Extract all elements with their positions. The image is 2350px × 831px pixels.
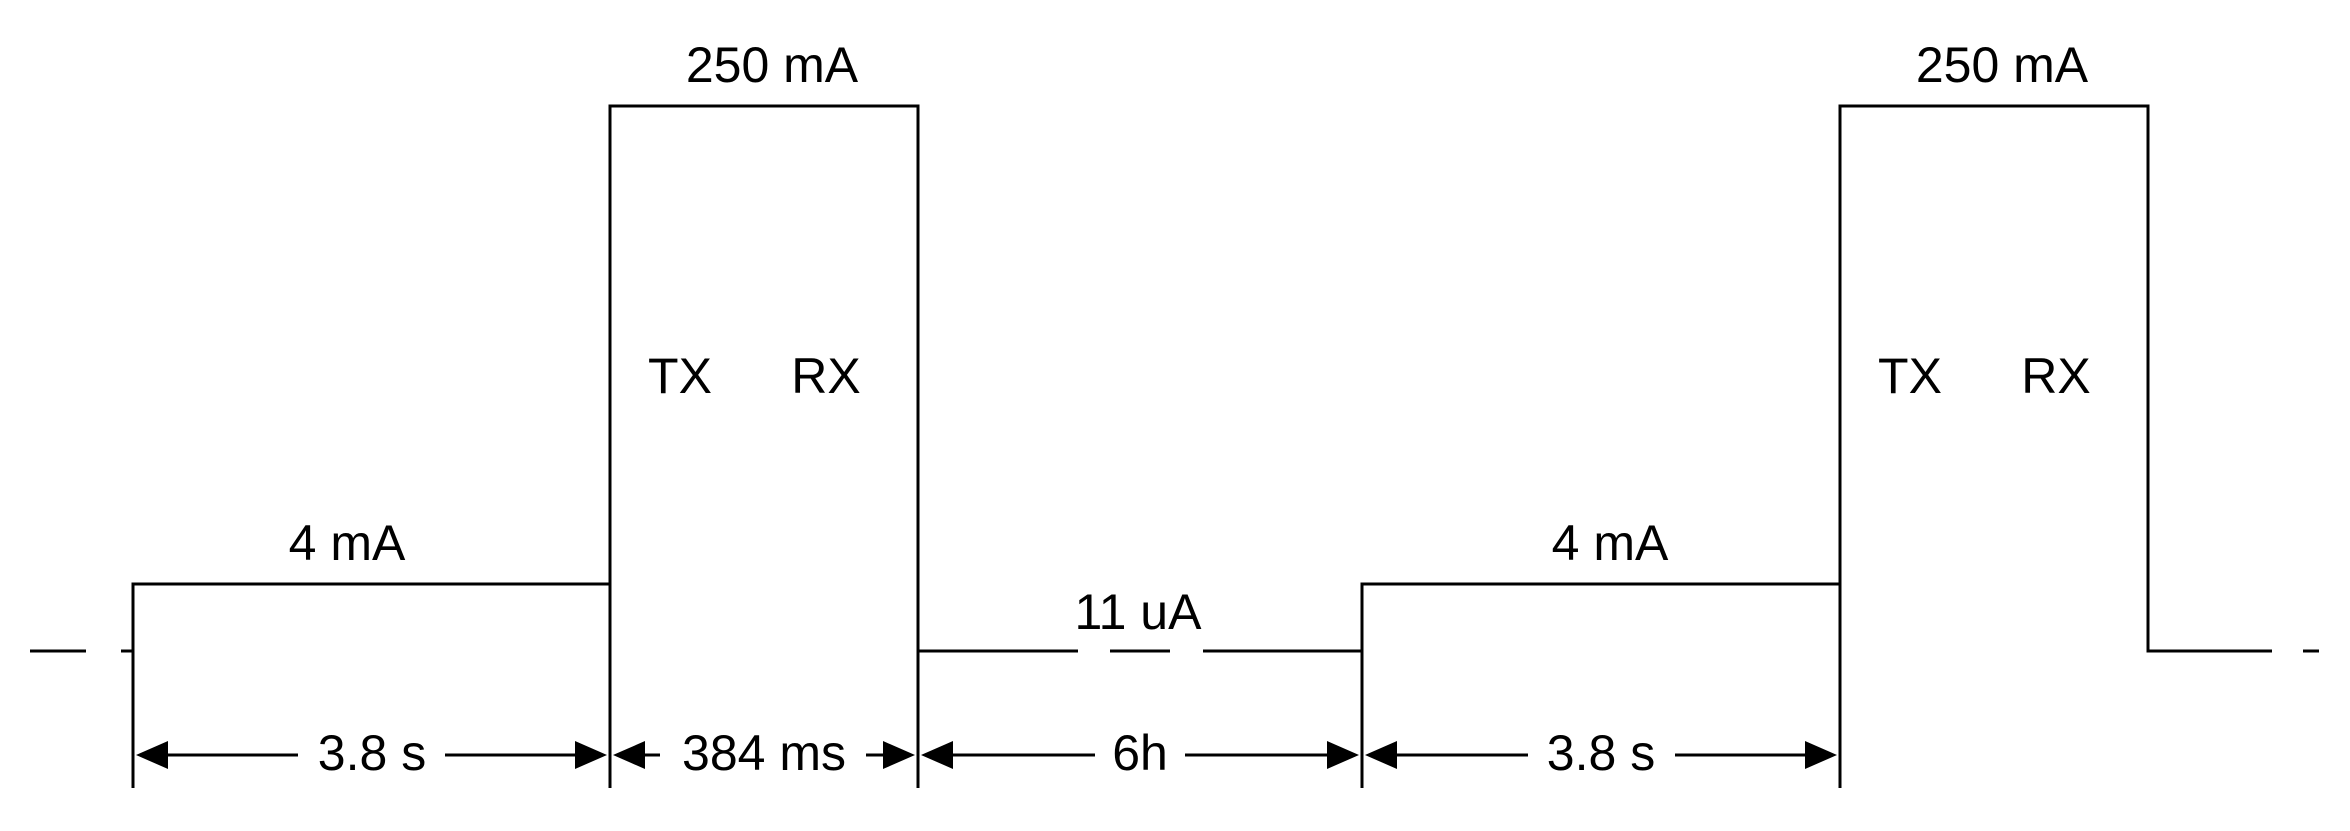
duration-label-active-1: 3.8 s	[318, 725, 426, 781]
sleep-current-label: 11 uA	[1075, 584, 1203, 640]
arrow-right-head	[883, 741, 915, 769]
duration-label-txrx-1: 384 ms	[682, 725, 846, 781]
arrow-right-head	[1805, 741, 1837, 769]
dimension-ticks	[131, 584, 1842, 788]
duration-label-active-2: 3.8 s	[1547, 725, 1655, 781]
dimension-active-1	[136, 741, 607, 769]
arrow-right-head	[575, 741, 607, 769]
peak-current-label-1: 250 mA	[686, 37, 859, 93]
active-current-label-1: 4 mA	[289, 515, 406, 571]
active-current-label-2: 4 mA	[1552, 515, 1669, 571]
arrow-left-head	[136, 741, 168, 769]
tx-label-1: TX	[648, 348, 712, 404]
dimension-sleep	[921, 741, 1359, 769]
arrow-right-head	[1327, 741, 1359, 769]
arrow-left-head	[921, 741, 953, 769]
dimension-txrx-1	[613, 741, 915, 769]
pulse-1-outline	[131, 104, 1078, 653]
arrow-left-head	[1365, 741, 1397, 769]
rx-label-2: RX	[2021, 348, 2090, 404]
pulse-2-outline	[1203, 104, 2272, 653]
dimension-active-2	[1365, 741, 1837, 769]
arrow-left-head	[613, 741, 645, 769]
peak-current-label-2: 250 mA	[1916, 37, 2089, 93]
tx-label-2: TX	[1878, 348, 1942, 404]
rx-label-1: RX	[791, 348, 860, 404]
duration-label-sleep: 6h	[1112, 725, 1168, 781]
